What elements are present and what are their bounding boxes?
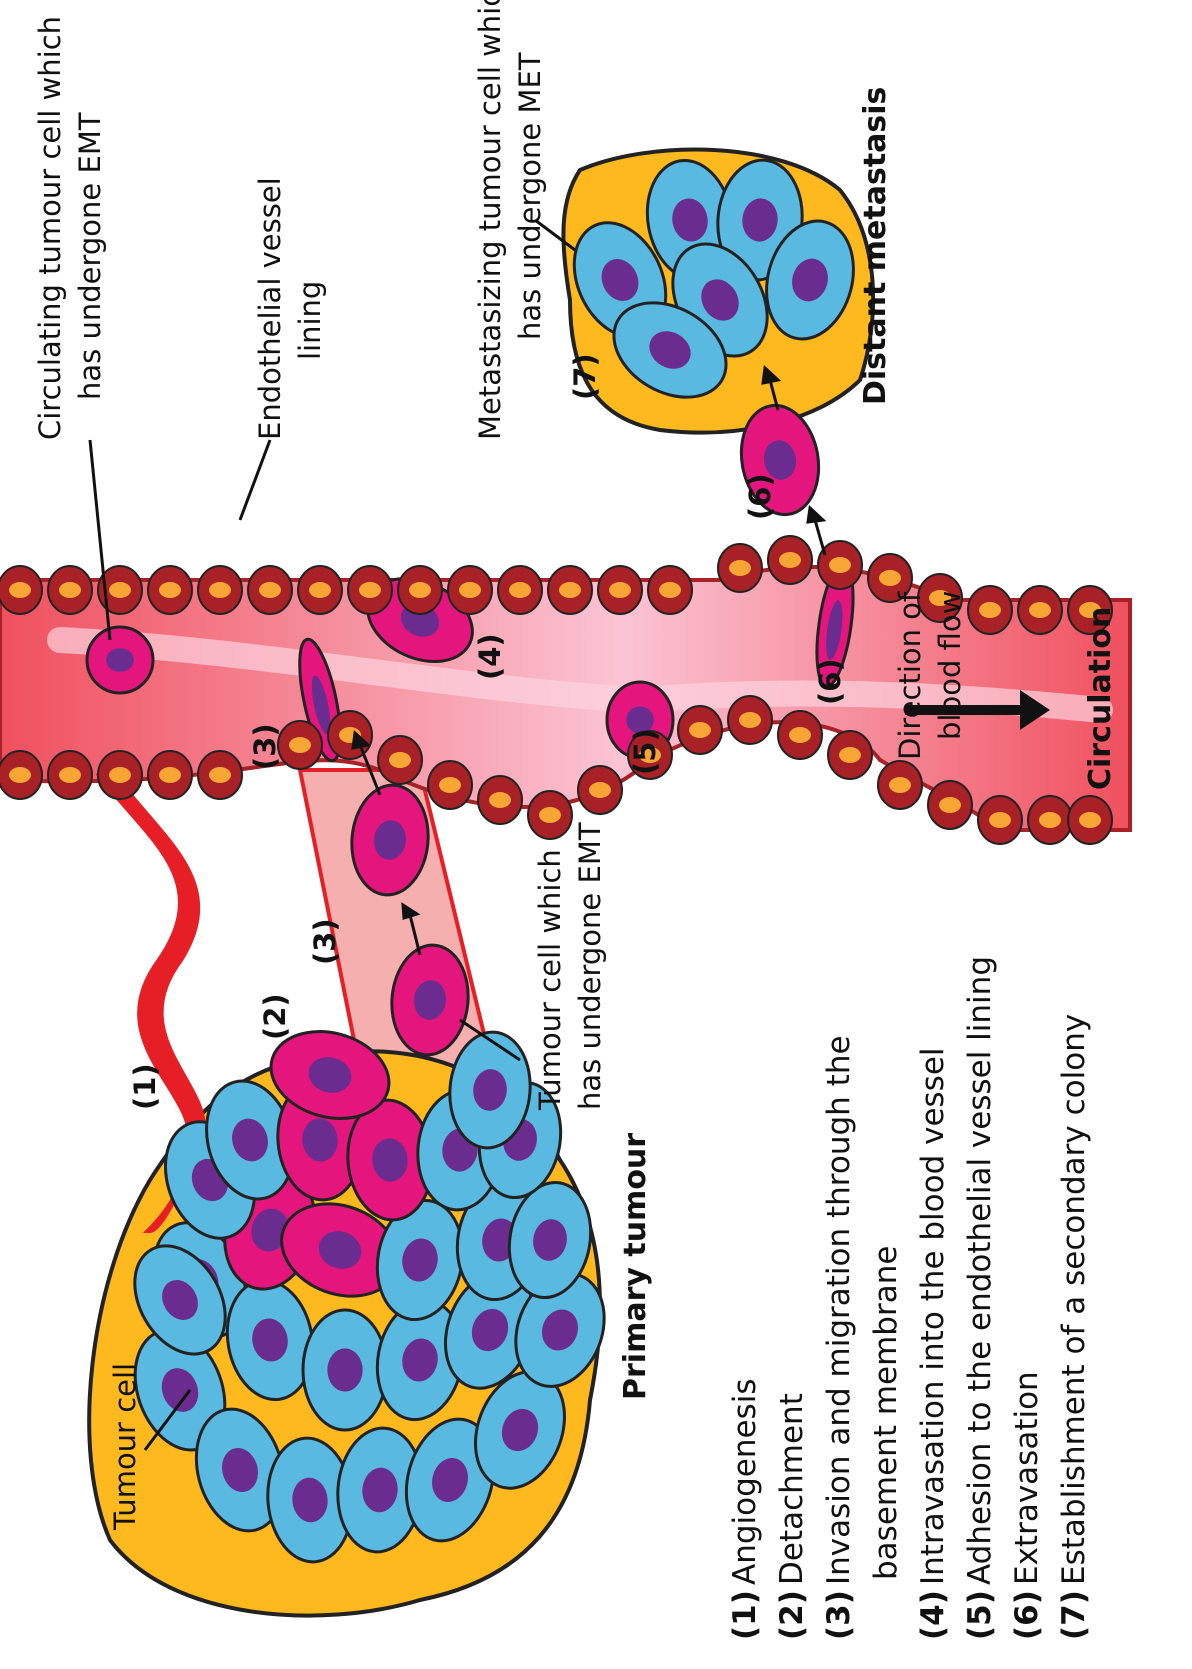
endothelial-cell-top-3 [148, 566, 192, 614]
legend-item-7: (7) Establishment of a secondary colony [1056, 1014, 1092, 1640]
endothelial-cell-top-6 [298, 566, 342, 614]
endothelial-cell-bottom-10 [528, 791, 572, 839]
label-endothelial-1: Endothelial vessel [253, 177, 287, 440]
label-endothelial-2: lining [293, 281, 327, 360]
legend-num: (6) [1009, 1590, 1045, 1640]
legend-item-3: basement membrane [868, 1246, 904, 1580]
endothelial-cell-bottom-11 [578, 766, 622, 814]
endothelial-cell-top-12 [598, 566, 642, 614]
label-distant-metastasis: Distant metastasis [858, 87, 893, 405]
endothelial-cell-bottom-9 [478, 776, 522, 824]
endothelial-cell-bottom-18 [928, 781, 972, 829]
endothelial-cell-bottom-4 [198, 751, 242, 799]
legend-text: Adhesion to the endothelial vessel linin… [962, 956, 998, 1585]
endothelial-cell-bottom-13 [678, 706, 722, 754]
endothelial-cell-bottom-14 [728, 696, 772, 744]
endothelial-cell-bottom-3 [148, 751, 192, 799]
endothelial-cell-bottom-8 [428, 761, 472, 809]
arrow-6 [815, 520, 825, 555]
legend-num: (7) [1056, 1590, 1092, 1640]
step-5: (5) [628, 728, 662, 775]
endothelial-cell-top-9 [448, 566, 492, 614]
endothelial-cell-bottom-15 [778, 711, 822, 759]
legend-text: basement membrane [868, 1246, 904, 1580]
leader-endothelial [240, 440, 270, 520]
legend-text: Invasion and migration through the [821, 1035, 857, 1585]
endothelial-cell-bottom-2 [98, 751, 142, 799]
label-primary-tumour: Primary tumour [618, 1133, 653, 1400]
label-emt-cell-2: has undergone EMT [573, 822, 607, 1110]
label-circulating-2: has undergone EMT [73, 112, 107, 400]
endothelial-cell-bottom-6 [328, 711, 372, 759]
step-6b: (6) [743, 473, 777, 520]
step-1: (1) [128, 1063, 162, 1110]
label-flow-2: blood flow [933, 591, 967, 740]
legend-item-4: (4) Intravasation into the blood vessel [915, 1047, 951, 1640]
endothelial-cell-bottom-19 [978, 796, 1022, 844]
endothelial-cell-top-19 [968, 586, 1012, 634]
endothelial-cell-bottom-20 [1028, 796, 1072, 844]
legend-text: Detachment [774, 1393, 810, 1585]
endothelial-cell-top-5 [248, 566, 292, 614]
endothelial-cell-top-11 [548, 566, 592, 614]
endothelial-cell-bottom-16 [828, 731, 872, 779]
legend-num: (4) [915, 1590, 951, 1640]
endothelial-cell-top-4 [198, 566, 242, 614]
step-3a: (3) [248, 723, 282, 770]
endothelial-cell-bottom-21 [1068, 796, 1112, 844]
endothelial-cell-top-10 [498, 566, 542, 614]
label-tumour-cell: Tumour cell [108, 1363, 142, 1531]
endothelial-cell-bottom-1 [48, 751, 92, 799]
legend-text: Establishment of a secondary colony [1056, 1014, 1092, 1585]
legend-item-1: (2) Detachment [774, 1393, 810, 1640]
step-6a: (6) [813, 658, 847, 705]
endothelial-cell-bottom-7 [378, 736, 422, 784]
label-circulating-1: Circulating tumour cell which [33, 16, 67, 440]
step-7: (7) [568, 353, 602, 400]
label-metastasizing-2: has undergone MET [513, 52, 547, 340]
endothelial-cell-bottom-17 [878, 761, 922, 809]
legend-item-6: (6) Extravasation [1009, 1371, 1045, 1640]
step-3b: (3) [308, 918, 342, 965]
legend-num: (5) [962, 1590, 998, 1640]
endothelial-cell-top-20 [1018, 586, 1062, 634]
endothelial-cell-top-1 [48, 566, 92, 614]
endothelial-cell-bottom-0 [0, 751, 42, 799]
label-flow-1: Direction of [893, 591, 927, 760]
legend-text: Intravasation into the blood vessel [915, 1047, 951, 1585]
cell-28 [87, 627, 153, 693]
legend-num: (2) [774, 1590, 810, 1640]
endothelial-cell-top-13 [648, 566, 692, 614]
legend-text: Extravasation [1009, 1371, 1045, 1585]
step-4: (4) [473, 633, 507, 680]
endothelial-cell-top-0 [0, 566, 42, 614]
endothelial-cell-top-15 [768, 536, 812, 584]
label-emt-cell-1: Tumour cell which [533, 849, 567, 1111]
arrow-6-head [808, 508, 823, 522]
legend-item-2: (3) Invasion and migration through the [821, 1035, 857, 1640]
cell-8 [303, 1310, 387, 1430]
legend-text: Angiogenesis [727, 1379, 763, 1586]
legend-num: (1) [727, 1590, 763, 1640]
legend-item-0: (1) Angiogenesis [727, 1379, 763, 1641]
endothelial-cell-bottom-5 [278, 721, 322, 769]
label-metastasizing-1: Metastasizing tumour cell which [473, 0, 507, 440]
legend-num: (3) [821, 1590, 857, 1640]
step-2: (2) [258, 993, 292, 1040]
endothelial-cell-top-14 [718, 544, 762, 592]
endothelial-cell-top-8 [398, 566, 442, 614]
endothelial-cell-top-7 [348, 566, 392, 614]
label-circulation: Circulation [1083, 607, 1118, 790]
legend-item-5: (5) Adhesion to the endothelial vessel li… [962, 956, 998, 1640]
